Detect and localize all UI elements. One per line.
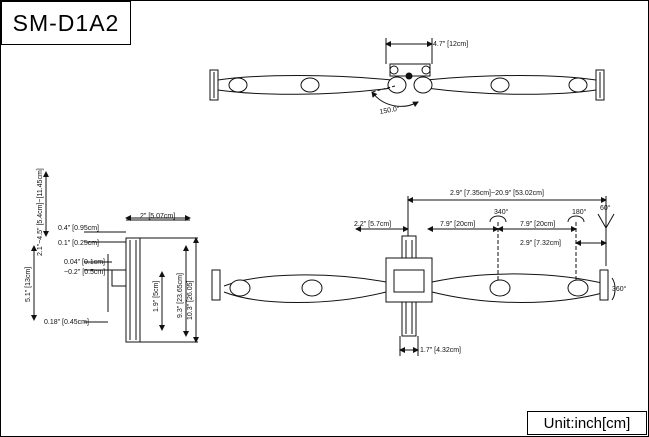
tilt-label: 60°	[600, 204, 611, 212]
front-end-offset-label: 2.9" [7.32cm]	[520, 240, 561, 247]
top-arm-spacing-label: 4.7" [12cm]	[433, 41, 468, 48]
rotation-340-label: 340°	[494, 208, 509, 216]
side-depth-top-label: 2" [5.07cm]	[140, 213, 175, 220]
side-pole-height-a-label: 9.3" [23.65cm]	[177, 273, 184, 318]
rotation-360-label: 360°	[612, 285, 627, 293]
swivel-angle-label: 150.0°	[379, 105, 401, 116]
front-arm-length-1-label: 7.9" [20cm]	[440, 221, 475, 228]
side-view	[31, 171, 199, 343]
side-height-range-label: 2.1"~4.5" [5.4cm]~[11.45cm]	[37, 168, 44, 256]
side-offset-b-label: 0.1" [0.25cm]	[58, 240, 99, 247]
side-offset-d-label: ~0.2" [0.5cm]	[64, 269, 105, 276]
unit-box: Unit:inch[cm]	[527, 411, 647, 435]
front-base-width-label: 1.7" [4.32cm]	[420, 347, 461, 354]
model-title-box: SM-D1A2	[1, 1, 131, 45]
front-view	[211, 196, 616, 356]
side-pole-height-b-label: 10.3" [26.05]	[187, 280, 194, 320]
rotation-180-label: 180°	[572, 208, 587, 216]
front-left-offset-label: 2.2" [5.7cm]	[354, 221, 391, 228]
side-base-offset-label: 0.18" [0.45cm]	[44, 319, 89, 326]
side-clamp-height-label: 5.1" [13cm]	[25, 267, 32, 302]
unit-label: Unit:inch[cm]	[543, 414, 631, 432]
front-total-width-label: 2.9" [7.35cm]~20.9" [53.02cm]	[450, 190, 544, 197]
top-view	[209, 38, 605, 108]
side-inner-height-label: 1.9" [5cm]	[153, 281, 160, 312]
front-arm-length-2-label: 7.9" [20cm]	[520, 221, 555, 228]
model-title: SM-D1A2	[12, 9, 120, 36]
side-offset-c-label: 0.04" [0.1cm]	[64, 259, 105, 266]
side-offset-a-label: 0.4" [0.95cm]	[58, 225, 99, 232]
